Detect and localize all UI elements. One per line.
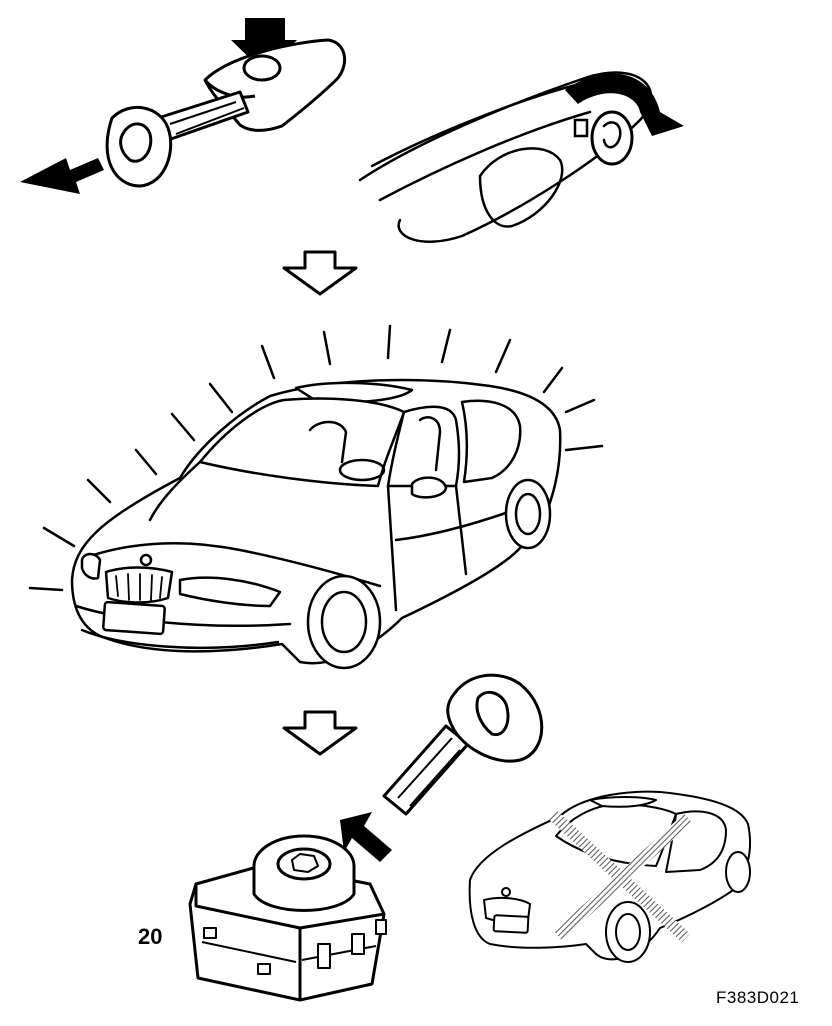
ignition-switch-module	[190, 836, 386, 1000]
figure-code: F383D021	[716, 988, 800, 1007]
key-removal-panel	[20, 18, 345, 194]
rear-wheel	[506, 480, 550, 548]
car-small	[470, 792, 750, 962]
flash-rays	[30, 326, 602, 590]
key-blade	[158, 92, 248, 140]
side-mirror	[412, 478, 446, 498]
front-wheel	[308, 576, 380, 668]
turn-arrow-icon	[565, 73, 684, 136]
car-large	[72, 380, 560, 668]
key-blade-2	[384, 726, 468, 814]
door-handle-panel	[360, 73, 684, 242]
door-lock-cylinder	[592, 112, 632, 164]
release-button	[244, 56, 280, 80]
callout-label: 20	[138, 924, 163, 949]
pull-out-arrow-icon	[20, 158, 104, 194]
step-arrow-2-icon	[284, 712, 356, 754]
side-window-front	[388, 407, 459, 486]
license-plate	[103, 602, 165, 634]
emblem	[141, 555, 151, 565]
grille	[106, 568, 172, 603]
side-window-rear	[462, 401, 520, 482]
step-arrow-1-icon	[284, 252, 356, 294]
ignition-key	[384, 675, 542, 814]
headlight-right	[180, 578, 280, 606]
insert-arrow-icon	[340, 812, 392, 862]
headlight-left	[82, 554, 100, 579]
cross-out-mark-icon	[552, 814, 688, 938]
press-down-arrow-icon	[231, 18, 297, 72]
